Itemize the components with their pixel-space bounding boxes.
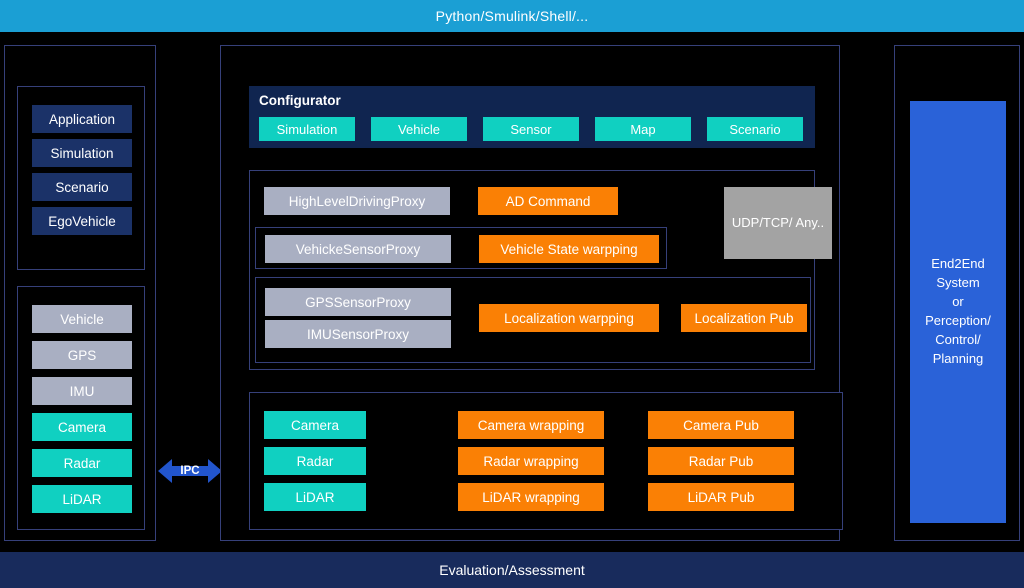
configurator-button-scenario-label: Scenario <box>729 121 781 137</box>
left-chip-radar-label: Radar <box>63 455 101 471</box>
chip-high-level-driving-proxy-label: HighLevelDrivingProxy <box>288 193 426 209</box>
end2end-system-label: End2End System or Perception/ Control/ P… <box>925 256 991 366</box>
configurator-button-simulation[interactable]: Simulation <box>259 117 355 141</box>
chip-sensor-lidar-label: LiDAR <box>295 489 335 505</box>
chip-vehicle-state-warpping[interactable]: Vehicle State warpping <box>479 235 659 263</box>
chip-radar-pub[interactable]: Radar Pub <box>648 447 794 475</box>
chip-localization-warpping[interactable]: Localization warpping <box>479 304 659 332</box>
chip-radar-pub-label: Radar Pub <box>688 453 754 469</box>
chip-vehicke-sensor-proxy[interactable]: VehickeSensorProxy <box>265 235 451 263</box>
transport-box-label: UDP/TCP/ Any.. <box>731 214 825 230</box>
chip-imu-sensor-proxy[interactable]: IMUSensorProxy <box>265 320 451 348</box>
configurator-title: Configurator <box>259 93 341 108</box>
left-chip-scenario[interactable]: Scenario <box>32 173 132 201</box>
chip-lidar-pub-label: LiDAR Pub <box>687 489 755 505</box>
left-chip-egovehicle[interactable]: EgoVehicle <box>32 207 132 235</box>
double-arrow-icon <box>158 459 222 483</box>
left-chip-vehicle[interactable]: Vehicle <box>32 305 132 333</box>
left-chip-scenario-label: Scenario <box>55 179 109 195</box>
left-chip-application-label: Application <box>48 111 116 127</box>
left-chip-camera-label: Camera <box>57 419 106 435</box>
sensor-pipeline-panel: Camera Camera wrapping Camera Pub Radar … <box>249 392 843 530</box>
localization-group-outline: GPSSensorProxy IMUSensorProxy Localizati… <box>255 277 811 363</box>
chip-lidar-wrapping[interactable]: LiDAR wrapping <box>458 483 604 511</box>
chip-lidar-wrapping-label: LiDAR wrapping <box>482 489 580 505</box>
chip-camera-pub-label: Camera Pub <box>683 417 759 433</box>
ipc-connector: IPC <box>158 455 222 487</box>
top-banner: Python/Smulink/Shell/... <box>0 0 1024 32</box>
configurator-button-scenario[interactable]: Scenario <box>707 117 803 141</box>
sensor-group-panel: Vehicle GPS IMU Camera Radar LiDAR <box>17 286 145 530</box>
configurator-button-vehicle[interactable]: Vehicle <box>371 117 467 141</box>
chip-sensor-camera[interactable]: Camera <box>264 411 366 439</box>
top-banner-label: Python/Smulink/Shell/... <box>435 8 589 24</box>
chip-ad-command[interactable]: AD Command <box>478 187 618 215</box>
vehicle-state-group-outline: VehickeSensorProxy Vehicle State warppin… <box>255 227 667 269</box>
bottom-banner-label: Evaluation/Assessment <box>439 562 585 578</box>
chip-localization-pub[interactable]: Localization Pub <box>681 304 807 332</box>
chip-radar-wrapping[interactable]: Radar wrapping <box>458 447 604 475</box>
bottom-banner: Evaluation/Assessment <box>0 552 1024 588</box>
chip-sensor-lidar[interactable]: LiDAR <box>264 483 366 511</box>
left-chip-gps[interactable]: GPS <box>32 341 132 369</box>
left-column-panel: Application Simulation Scenario EgoVehic… <box>4 45 156 541</box>
left-chip-simulation[interactable]: Simulation <box>32 139 132 167</box>
left-chip-lidar[interactable]: LiDAR <box>32 485 132 513</box>
left-chip-lidar-label: LiDAR <box>62 491 102 507</box>
chip-imu-sensor-proxy-label: IMUSensorProxy <box>306 326 410 342</box>
configurator-button-vehicle-label: Vehicle <box>398 121 440 137</box>
right-column-panel: End2End System or Perception/ Control/ P… <box>894 45 1020 541</box>
configurator-button-simulation-label: Simulation <box>276 121 338 137</box>
chip-vehicle-state-warpping-label: Vehicle State warpping <box>500 241 638 257</box>
left-chip-imu[interactable]: IMU <box>32 377 132 405</box>
ipc-label: IPC <box>180 465 200 477</box>
configurator-button-sensor[interactable]: Sensor <box>483 117 579 141</box>
chip-camera-pub[interactable]: Camera Pub <box>648 411 794 439</box>
left-chip-vehicle-label: Vehicle <box>60 311 104 327</box>
configurator-button-map-label: Map <box>630 121 656 137</box>
chip-high-level-driving-proxy[interactable]: HighLevelDrivingProxy <box>264 187 450 215</box>
chip-lidar-pub[interactable]: LiDAR Pub <box>648 483 794 511</box>
chip-vehicke-sensor-proxy-label: VehickeSensorProxy <box>295 241 421 257</box>
left-chip-imu-label: IMU <box>69 383 95 399</box>
left-chip-simulation-label: Simulation <box>50 145 114 161</box>
chip-localization-pub-label: Localization Pub <box>694 310 794 326</box>
left-chip-gps-label: GPS <box>67 347 97 363</box>
left-chip-application[interactable]: Application <box>32 105 132 133</box>
chip-camera-wrapping-label: Camera wrapping <box>477 417 585 433</box>
chip-camera-wrapping[interactable]: Camera wrapping <box>458 411 604 439</box>
configurator-panel: Configurator Simulation Vehicle Sensor M… <box>249 86 815 148</box>
transport-box-udp-tcp: UDP/TCP/ Any.. <box>724 187 832 259</box>
proxy-block-panel: HighLevelDrivingProxy AD Command Vehicke… <box>249 170 832 370</box>
left-chip-radar[interactable]: Radar <box>32 449 132 477</box>
chip-gps-sensor-proxy[interactable]: GPSSensorProxy <box>265 288 451 316</box>
chip-ad-command-label: AD Command <box>505 193 591 209</box>
chip-sensor-radar[interactable]: Radar <box>264 447 366 475</box>
chip-sensor-camera-label: Camera <box>290 417 339 433</box>
left-chip-camera[interactable]: Camera <box>32 413 132 441</box>
configurator-button-map[interactable]: Map <box>595 117 691 141</box>
chip-gps-sensor-proxy-label: GPSSensorProxy <box>305 294 411 310</box>
chip-radar-wrapping-label: Radar wrapping <box>483 453 579 469</box>
chip-sensor-radar-label: Radar <box>296 453 334 469</box>
chip-localization-warpping-label: Localization warpping <box>504 310 634 326</box>
configurator-button-sensor-label: Sensor <box>510 121 552 137</box>
left-chip-egovehicle-label: EgoVehicle <box>48 213 116 229</box>
center-column-panel: Configurator Simulation Vehicle Sensor M… <box>220 45 843 541</box>
application-group-panel: Application Simulation Scenario EgoVehic… <box>17 86 145 270</box>
end2end-system-box: End2End System or Perception/ Control/ P… <box>910 101 1006 523</box>
